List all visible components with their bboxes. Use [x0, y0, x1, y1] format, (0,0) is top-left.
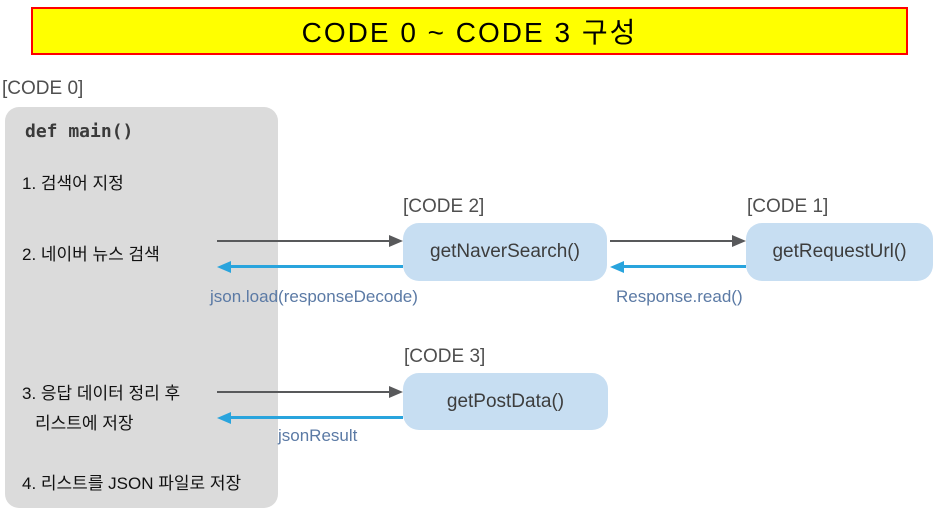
step-2-text: 2. 네이버 뉴스 검색: [22, 245, 160, 264]
arrow-getnaversearch-to-main: [217, 261, 403, 273]
code2-label: [CODE 2]: [403, 196, 485, 217]
main-function-box: def main() 1. 검색어 지정 2. 네이버 뉴스 검색 3. 응답 …: [5, 107, 278, 508]
arrow-right-head-icon: [732, 235, 746, 247]
def-main-code-text: def main(): [25, 121, 134, 142]
return-value-label-json-result: jsonResult: [278, 426, 358, 445]
arrow-main-to-getnaversearch: [217, 235, 403, 247]
arrow-getrequesturl-to-getnaversearch: [610, 261, 746, 273]
step-1-text: 1. 검색어 지정: [22, 174, 124, 193]
arrow-shaft: [227, 265, 403, 268]
step-4-text: 4. 리스트를 JSON 파일로 저장: [22, 474, 242, 493]
arrow-left-head-icon: [610, 261, 624, 273]
arrow-getpostdata-to-main: [217, 412, 403, 424]
arrow-shaft: [227, 416, 403, 419]
step-3-text-line2: 리스트에 저장: [35, 414, 134, 433]
arrow-left-head-icon: [217, 261, 231, 273]
arrow-shaft: [620, 265, 746, 268]
arrow-getnaversearch-to-getrequesturl: [610, 235, 746, 247]
arrow-shaft: [610, 240, 736, 242]
title-banner: CODE 0 ~ CODE 3 구성: [31, 7, 908, 55]
code1-function-box: getRequestUrl(): [746, 223, 933, 281]
code2-function-box: getNaverSearch(): [403, 223, 607, 281]
code3-label: [CODE 3]: [404, 346, 486, 367]
return-value-label-response-read: Response.read(): [616, 287, 743, 306]
code3-function-name: getPostData(): [446, 390, 565, 412]
arrow-shaft: [217, 240, 393, 242]
code2-function-name: getNaverSearch(): [430, 241, 580, 262]
code1-label: [CODE 1]: [747, 196, 829, 217]
code0-label: [CODE 0]: [2, 78, 84, 99]
code1-function-name: getRequestUrl(): [772, 241, 907, 262]
arrow-right-head-icon: [389, 235, 403, 247]
return-value-label-json-load: json.load(responseDecode): [210, 287, 418, 306]
step-3-text-line1: 3. 응답 데이터 정리 후: [22, 384, 181, 403]
title-text: CODE 0 ~ CODE 3 구성: [301, 17, 638, 48]
arrow-right-head-icon: [389, 386, 403, 398]
arrow-left-head-icon: [217, 412, 231, 424]
arrow-main-to-getpostdata: [217, 386, 403, 398]
arrow-shaft: [217, 391, 393, 393]
code3-function-box: getPostData(): [403, 373, 608, 430]
